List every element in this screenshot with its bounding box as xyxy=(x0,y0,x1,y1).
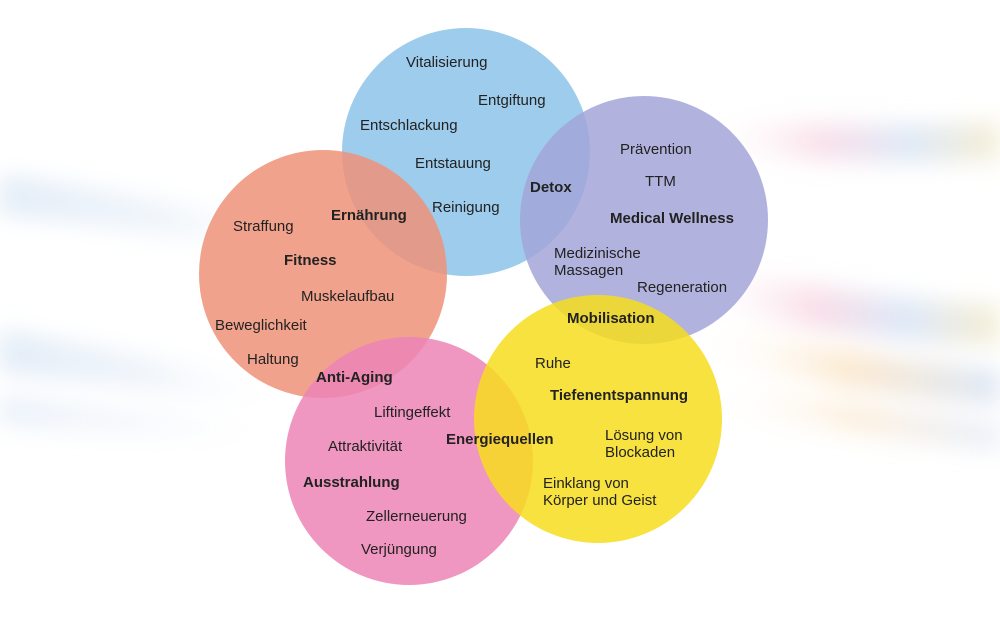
label-einklang-von-koerper-und-geist: Einklang von Körper und Geist xyxy=(543,475,657,509)
label-entschlackung: Entschlackung xyxy=(360,117,458,134)
label-straffung: Straffung xyxy=(233,218,294,235)
label-vitalisierung: Vitalisierung xyxy=(406,54,488,71)
label-entstauung: Entstauung xyxy=(415,155,491,172)
circle-medical-wellness xyxy=(520,96,768,344)
label-liftingeffekt: Liftingeffekt xyxy=(374,404,451,421)
label-entgiftung: Entgiftung xyxy=(478,92,546,109)
label-fitness: Fitness xyxy=(284,252,337,269)
label-regeneration: Regeneration xyxy=(637,279,728,296)
overlap-label-detox: Detox xyxy=(530,179,572,196)
label-medical-wellness: Medical Wellness xyxy=(610,210,734,227)
venn-circles xyxy=(199,28,768,585)
circle-ernaehrung xyxy=(199,150,447,398)
circle-entspannung xyxy=(474,295,722,543)
circle-ausstrahlung xyxy=(285,337,533,585)
overlap-label-mobilisation: Mobilisation xyxy=(567,310,655,327)
label-ruhe: Ruhe xyxy=(535,355,571,372)
label-praevention: Prävention xyxy=(620,141,692,158)
label-zellerneuerung: Zellerneuerung xyxy=(366,508,467,525)
label-haltung: Haltung xyxy=(247,351,299,368)
label-muskelaufbau: Muskelaufbau xyxy=(301,288,395,305)
label-loesung-von-blockaden: Lösung von Blockaden xyxy=(605,427,683,461)
label-tiefenentspannung: Tiefenentspannung xyxy=(550,387,689,404)
label-medizinische-massagen: Medizinische Massagen xyxy=(554,245,641,279)
label-ausstrahlung: Ausstrahlung xyxy=(303,474,400,491)
label-beweglichkeit: Beweglichkeit xyxy=(215,317,307,334)
label-verjuengung: Verjüngung xyxy=(361,541,437,558)
label-reinigung: Reinigung xyxy=(432,199,500,216)
overlap-label-anti-aging: Anti-Aging xyxy=(316,369,393,386)
overlap-label-ernaehrung: Ernährung xyxy=(331,207,407,224)
label-ttm: TTM xyxy=(645,173,676,190)
overlap-label-energiequellen: Energiequellen xyxy=(446,431,554,448)
label-attraktivitaet: Attraktivität xyxy=(328,438,403,455)
